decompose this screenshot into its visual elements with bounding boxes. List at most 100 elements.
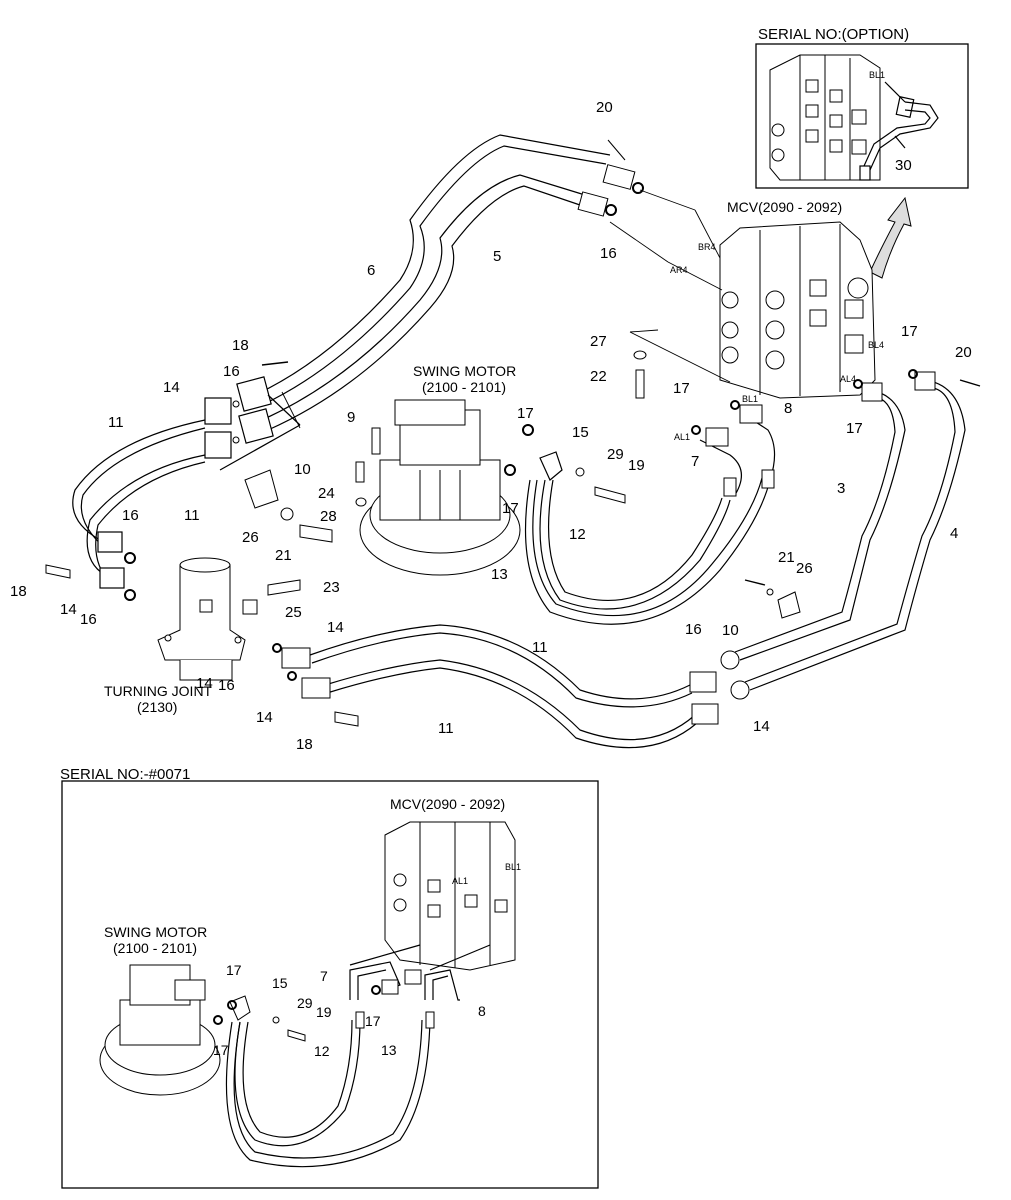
elbow-hose-12-13	[524, 414, 776, 625]
part-number: 8	[784, 400, 792, 417]
part-number: 14	[327, 619, 344, 636]
lower-port-tag-bl1: BL1	[505, 862, 521, 872]
option-panel-title: SERIAL NO:(OPTION)	[758, 26, 909, 43]
lower-inset: SERIAL NO:-#0071 MCV(2090 - 2092) BL1 AL…	[60, 766, 599, 1189]
lower-swing-motor-label-1: SWING MOTOR	[104, 924, 207, 940]
part-number: 10	[294, 461, 311, 478]
part-number: 20	[596, 99, 613, 116]
part-number: 18	[296, 736, 313, 753]
part-number: 7	[320, 968, 328, 984]
main-view: MCV(2090 - 2092) BR4 AR4 BL4 AL4 BL1 AL1	[10, 99, 981, 753]
turning-joint	[157, 557, 246, 681]
part-number: 14	[256, 709, 273, 726]
option-pipe-30	[859, 81, 939, 181]
bolt-21-upper	[299, 524, 333, 543]
part-number: 21	[275, 547, 292, 564]
part-number: 29	[607, 446, 624, 463]
hose-6	[254, 134, 611, 406]
swing-motor-label-1: SWING MOTOR	[413, 363, 516, 379]
part-number: 18	[232, 337, 249, 354]
part-number: 15	[272, 975, 288, 991]
part-number: 19	[316, 1004, 332, 1020]
part-number: 16	[685, 621, 702, 638]
swing-motor-label-2: (2100 - 2101)	[422, 379, 506, 395]
part-number: 17	[846, 420, 863, 437]
part-number: 16	[218, 677, 235, 694]
bracket-10-upper	[244, 469, 279, 509]
bolt-22	[635, 369, 645, 399]
part-number: 7	[691, 453, 699, 470]
part-number: 17	[517, 405, 534, 422]
lower-swing-motor	[99, 964, 221, 1096]
part-number: 17	[901, 323, 918, 340]
part-number: 8	[478, 1003, 486, 1019]
part-number: 14	[163, 379, 180, 396]
part-number: 19	[628, 457, 645, 474]
part-number: 12	[569, 526, 586, 543]
part-number: 26	[242, 529, 259, 546]
pin-9	[371, 427, 381, 455]
part-number: 12	[314, 1043, 330, 1059]
part-number: 11	[438, 720, 454, 737]
part-number: 11	[532, 639, 548, 656]
part-number: 17	[213, 1042, 229, 1058]
port-tag-bl4: BL4	[868, 340, 884, 350]
part-number: 16	[223, 363, 240, 380]
turning-joint-label-1: TURNING JOINT	[104, 683, 213, 699]
port-tag-al4: AL4	[840, 374, 856, 384]
option-valve-block	[769, 54, 881, 181]
hose-5	[261, 174, 586, 431]
port-tag-bl1: BL1	[742, 394, 758, 404]
option-bl-tag: BL1	[869, 70, 885, 80]
port-tag-al1: AL1	[674, 432, 690, 442]
part-number: 20	[955, 344, 972, 361]
hoses-3-4	[734, 379, 966, 691]
option-inset: SERIAL NO:(OPTION) BL1 30	[755, 26, 969, 189]
part-number: 17	[365, 1013, 381, 1029]
part-number: 16	[80, 611, 97, 628]
part-number: 14	[60, 601, 77, 618]
part-number: 25	[285, 604, 302, 621]
lower-view-title: SERIAL NO:-#0071	[60, 766, 190, 783]
left-hose-group	[72, 376, 301, 589]
part-number: 27	[590, 333, 607, 350]
port-tag-br4: BR4	[698, 242, 716, 252]
part-number: 21	[778, 549, 795, 566]
mcv-label: MCV(2090 - 2092)	[727, 199, 842, 215]
part-number: 3	[837, 480, 845, 497]
part-number: 26	[796, 560, 813, 577]
callout-arrow	[869, 196, 912, 279]
part-number: 15	[572, 424, 589, 441]
part-number: 16	[600, 245, 617, 262]
part-number: 11	[108, 414, 124, 431]
part-number-30: 30	[895, 157, 912, 174]
part-number: 4	[950, 525, 958, 542]
part-number: 14	[196, 675, 213, 692]
part-number: 22	[590, 368, 607, 385]
part-number: 6	[367, 262, 375, 279]
part-number: 10	[722, 622, 739, 639]
part-number: 16	[122, 507, 139, 524]
part-number: 9	[347, 409, 355, 426]
turning-joint-label-2: (2130)	[137, 699, 177, 715]
part-number: 18	[10, 583, 27, 600]
lower-mcv-label: MCV(2090 - 2092)	[390, 796, 505, 812]
swing-motor-main	[359, 399, 521, 576]
bolt-24	[355, 461, 365, 483]
part-number: 23	[323, 579, 340, 596]
part-number: 5	[493, 248, 501, 265]
part-number: 28	[320, 508, 337, 525]
part-number: 17	[502, 500, 519, 517]
mcv-valve-block	[719, 221, 876, 399]
lower-swing-motor-label-2: (2100 - 2101)	[113, 940, 197, 956]
lower-hoses	[225, 944, 491, 1168]
part-number: 17	[673, 380, 690, 397]
part-number: 11	[184, 507, 200, 524]
lower-hoses-11	[309, 624, 698, 749]
port-tag-ar4: AR4	[670, 265, 688, 275]
lower-mcv-block	[384, 821, 516, 971]
part-number: 14	[753, 718, 770, 735]
part-number: 24	[318, 485, 335, 502]
lower-port-tag-al1: AL1	[452, 876, 468, 886]
